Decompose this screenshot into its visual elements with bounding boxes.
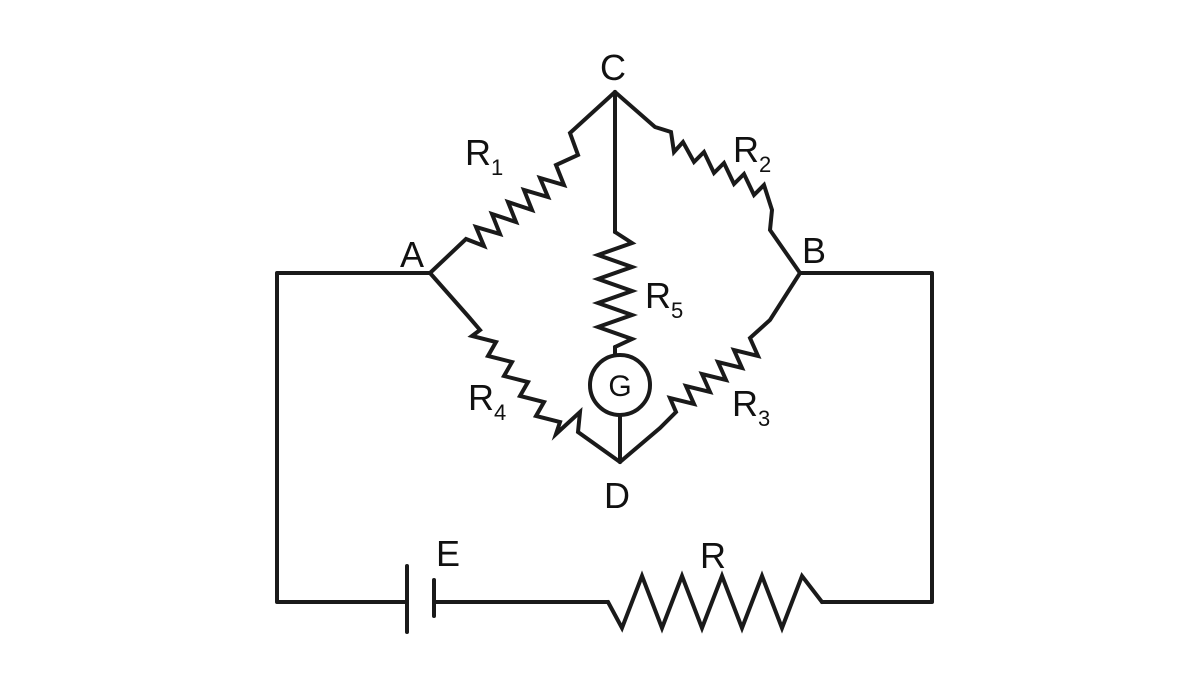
- resistor-label-r5-main: R: [645, 275, 671, 316]
- resistor-label-r4: R4: [468, 377, 506, 425]
- resistor-r3: [618, 271, 802, 464]
- node-label-b: B: [802, 230, 826, 271]
- resistor-r4: [428, 271, 622, 464]
- resistor-r: [606, 570, 824, 634]
- resistor-label-r3-main: R: [732, 383, 758, 424]
- resistor-r5: [591, 230, 639, 349]
- node-label-d: D: [604, 475, 630, 516]
- resistor-label-r3: R3: [732, 383, 770, 431]
- resistor-label-r1: R1: [465, 132, 503, 180]
- resistor-r2: [613, 90, 802, 275]
- resistor-label-r2-sub: 2: [759, 152, 771, 177]
- battery-label: E: [436, 533, 460, 574]
- resistor-label-r5: R5: [645, 275, 683, 323]
- wire-a-left-loop: [275, 271, 432, 604]
- node-label-a: A: [400, 234, 424, 275]
- resistor-label-r4-sub: 4: [494, 400, 506, 425]
- resistor-label-r1-sub: 1: [491, 155, 503, 180]
- resistor-r1: [428, 90, 617, 275]
- resistor-label-r1-main: R: [465, 132, 491, 173]
- resistor-label-r2-main: R: [733, 129, 759, 170]
- resistor-label-r2: R2: [733, 129, 771, 177]
- resistor-label-r: R: [700, 535, 726, 576]
- node-label-c: C: [600, 47, 626, 88]
- resistor-label-r3-sub: 3: [758, 406, 770, 431]
- galvanometer-label: G: [608, 370, 631, 403]
- resistor-label-r5-sub: 5: [671, 298, 683, 323]
- resistor-label-r4-main: R: [468, 377, 494, 418]
- wire-b-right-loop: [798, 271, 934, 604]
